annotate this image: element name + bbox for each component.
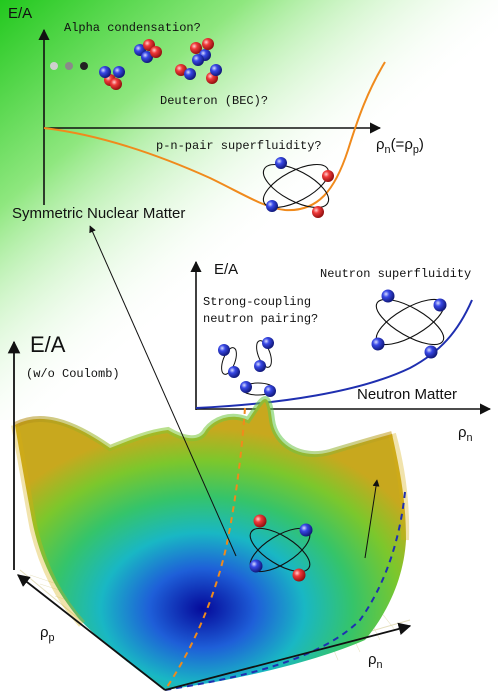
deuteron-1 xyxy=(175,64,196,80)
symmetric-nuclear-matter-title: Symmetric Nuclear Matter xyxy=(12,205,186,222)
pn-pair-surface xyxy=(249,514,313,582)
mid-y-axis-label: E/A xyxy=(214,261,239,278)
alpha-cluster-1 xyxy=(99,66,125,90)
surface-z-sublabel: (w/o Coulomb) xyxy=(26,367,120,381)
deuteron-2 xyxy=(206,64,222,84)
mid-x-axis-label: ρn xyxy=(458,424,473,444)
surface-x-axis xyxy=(17,574,166,691)
surface-rho-p-label: ρp xyxy=(40,624,55,644)
neutron-pair-right xyxy=(371,289,447,359)
strong-coupling-line2: neutron pairing? xyxy=(203,312,319,326)
pn-pair-superfluidity-label: p-n-pair superfluidity? xyxy=(156,139,322,153)
surface-z-axis-label: E/A xyxy=(30,332,66,357)
top-x-axis-label: ρn(=ρp) xyxy=(376,136,424,156)
top-y-axis-label: E/A xyxy=(8,5,33,22)
alpha-condensation-label: Alpha condensation? xyxy=(64,21,201,35)
dineutron-cluster xyxy=(218,337,276,397)
symmetric-matter-curve xyxy=(43,61,386,212)
energy-surface-panel xyxy=(7,340,412,691)
neutron-matter-title: Neutron Matter xyxy=(357,386,458,403)
symmetric-matter-panel xyxy=(38,28,386,212)
alpha-cluster-2 xyxy=(134,39,162,63)
pn-pair-top xyxy=(262,157,334,218)
surface-rho-n-label: ρn xyxy=(368,651,383,671)
connector-to-symmetric xyxy=(89,225,237,557)
ellipsis-dot xyxy=(50,62,58,70)
surface-y-axis xyxy=(164,622,412,691)
deuteron-label: Deuteron (BEC)? xyxy=(160,94,269,108)
neutron-dashed-line xyxy=(164,491,406,691)
background-gradient xyxy=(0,0,498,420)
neutron-superfluidity-label: Neutron superfluidity xyxy=(320,267,472,281)
energy-surface xyxy=(15,399,406,690)
connector-to-neutron xyxy=(364,479,380,559)
ellipsis-dot xyxy=(65,62,73,70)
strong-coupling-line1: Strong-coupling xyxy=(203,295,312,309)
alpha-cluster-3 xyxy=(190,38,214,66)
ellipsis-dot xyxy=(80,62,88,70)
